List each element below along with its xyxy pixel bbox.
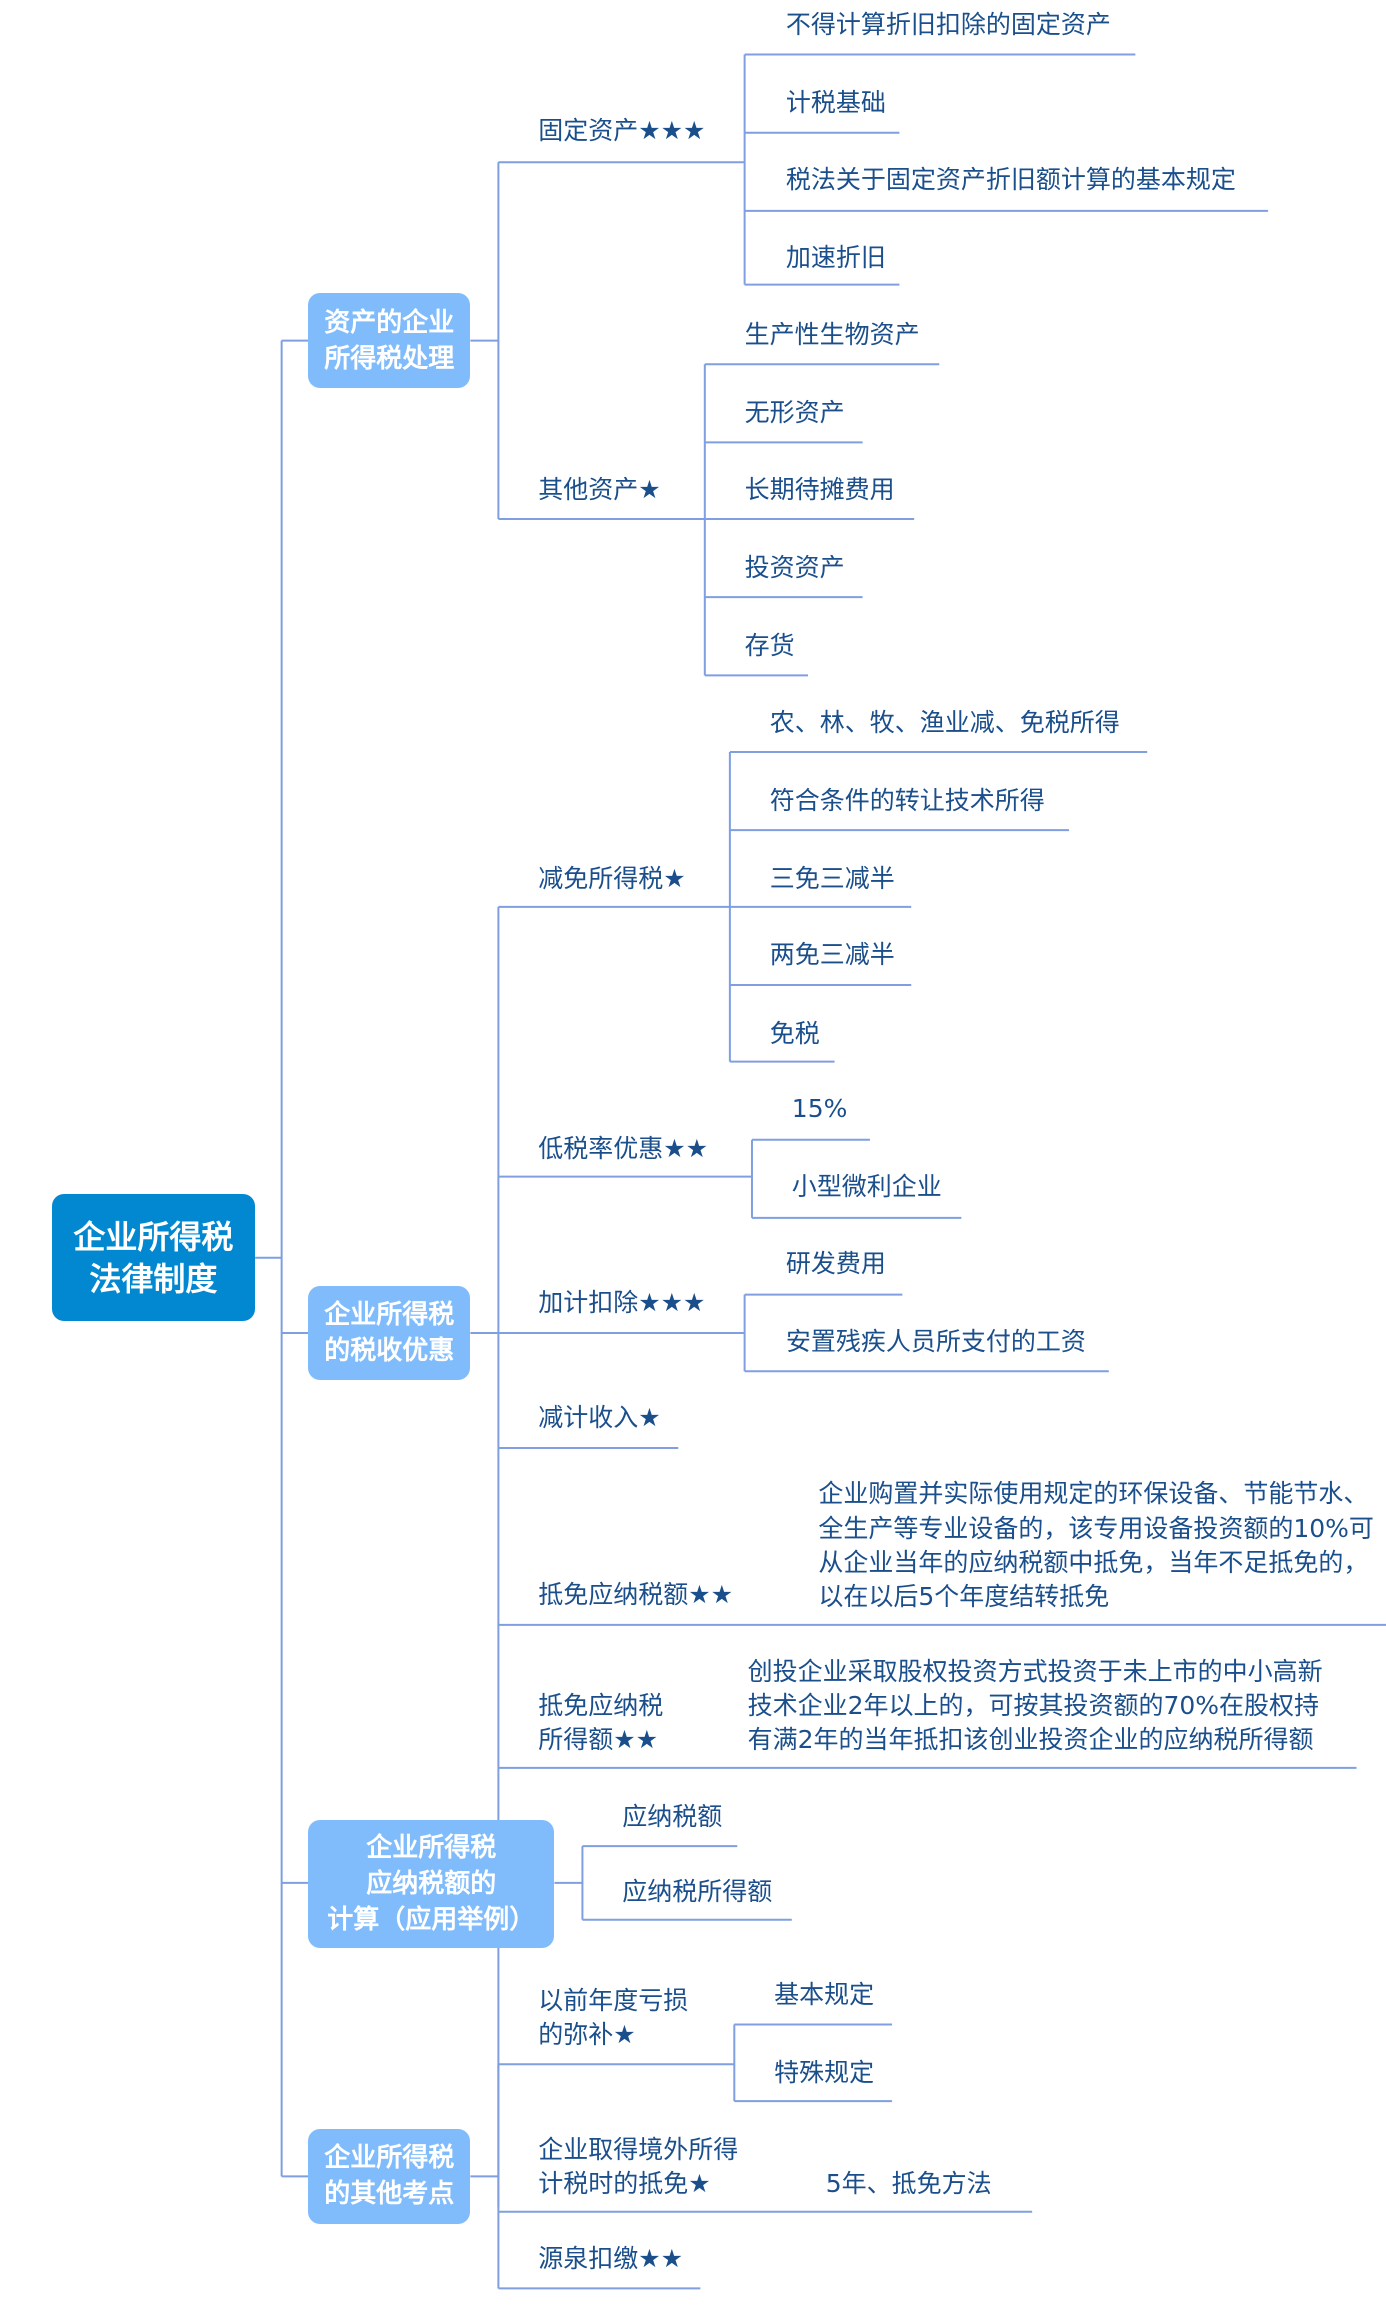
node-loss-carryforward[interactable]: 的弥补★: [538, 2019, 636, 2049]
node-foreign-income-credit[interactable]: 计税时的抵免★: [538, 2168, 711, 2198]
node-tax-reduction[interactable]: 减免所得税★: [538, 863, 686, 893]
leaf-node[interactable]: 生产性生物资产: [744, 319, 920, 349]
node-fixed-assets[interactable]: 固定资产★★★: [538, 116, 706, 146]
leaf-node[interactable]: 15%: [791, 1093, 848, 1123]
note-text: 以在以后5个年度结转抵免: [818, 1581, 1110, 1611]
leaf-node[interactable]: 无形资产: [744, 397, 845, 427]
node-title-line: 法律制度: [89, 1259, 218, 1298]
leaf-node[interactable]: 特殊规定: [774, 2058, 875, 2088]
node-title-line: 企业所得税: [324, 1299, 455, 1330]
node-loss-carryforward[interactable]: 以前年度亏损: [538, 1985, 689, 2015]
leaf-node[interactable]: 存货: [744, 630, 795, 660]
node-foreign-income-credit[interactable]: 企业取得境外所得: [538, 2134, 739, 2164]
note-text: 企业购置并实际使用规定的环保设备、节能节水、: [818, 1478, 1369, 1508]
branch-tax-calculation[interactable]: 企业所得税应纳税额的计算（应用举例）: [308, 1819, 555, 1948]
node-title-line: 企业所得税: [366, 1832, 497, 1863]
leaf-node[interactable]: 计税基础: [785, 88, 886, 118]
node-title-line: 的税收优惠: [324, 1335, 455, 1366]
node-low-rate[interactable]: 低税率优惠★★: [538, 1133, 709, 1163]
leaf-node[interactable]: 不得计算折旧扣除的固定资产: [785, 10, 1111, 40]
branch-asset-treatment[interactable]: 资产的企业所得税处理: [308, 293, 471, 388]
leaf-node[interactable]: 安置残疾人员所支付的工资: [785, 1326, 1086, 1356]
node-additional-deduction[interactable]: 加计扣除★★★: [538, 1288, 706, 1318]
node-title-line: 所得税处理: [324, 343, 455, 374]
leaf-node[interactable]: 投资资产: [744, 552, 845, 582]
node-taxable-income[interactable]: 应纳税所得额: [622, 1876, 773, 1906]
node-taxable-income-credit[interactable]: 抵免应纳税: [538, 1690, 664, 1720]
node-reduced-income[interactable]: 减计收入★: [538, 1403, 661, 1433]
node-title-line: 企业所得税: [324, 2143, 455, 2174]
leaf-node[interactable]: 加速折旧: [785, 243, 886, 273]
leaf-node[interactable]: 农、林、牧、渔业减、免税所得: [769, 707, 1120, 737]
leaf-node[interactable]: 三免三减半: [769, 863, 895, 893]
leaf-node[interactable]: 小型微利企业: [791, 1171, 942, 1201]
branch-other-points[interactable]: 企业所得税的其他考点: [308, 2129, 471, 2224]
node-title-line: 的其他考点: [324, 2179, 455, 2210]
note-text: 全生产等专业设备的，该专用设备投资额的10%可: [818, 1514, 1374, 1544]
leaf-node[interactable]: 税法关于固定资产折旧额计算的基本规定: [785, 164, 1236, 194]
node-title-line: 企业所得税: [73, 1217, 234, 1256]
leaf-node[interactable]: 符合条件的转让技术所得: [769, 785, 1045, 815]
leaf-node[interactable]: 两免三减半: [769, 940, 895, 970]
leaf-node[interactable]: 免税: [769, 1018, 820, 1048]
leaf-node[interactable]: 基本规定: [774, 1979, 875, 2009]
note-text: 有满2年的当年抵扣该创业投资企业的应纳税所得额: [747, 1724, 1314, 1754]
node-other-assets[interactable]: 其他资产★: [538, 474, 661, 504]
note-text: 技术企业2年以上的，可按其投资额的70%在股权持: [747, 1690, 1320, 1720]
node-taxable-income-credit[interactable]: 所得额★★: [538, 1724, 659, 1754]
branch-tax-incentives[interactable]: 企业所得税的税收优惠: [308, 1285, 471, 1381]
leaf-node[interactable]: 研发费用: [785, 1248, 886, 1278]
note-text: 创投企业采取股权投资方式投资于未上市的中小高新: [747, 1657, 1323, 1687]
node-withholding[interactable]: 源泉扣缴★★: [538, 2243, 684, 2273]
leaf-node[interactable]: 长期待摊费用: [744, 474, 895, 504]
root-node[interactable]: 企业所得税法律制度: [51, 1194, 256, 1322]
note-text: 从企业当年的应纳税额中抵免，当年不足抵免的，: [818, 1547, 1369, 1577]
leaf-node[interactable]: 5年、抵免方法: [825, 2168, 992, 2198]
node-tax-payable[interactable]: 应纳税额: [622, 1801, 723, 1831]
node-tax-credit[interactable]: 抵免应纳税额★★: [538, 1580, 734, 1610]
node-title-line: 应纳税额的: [366, 1868, 497, 1899]
node-title-line: 计算（应用举例）: [327, 1904, 536, 1935]
node-title-line: 资产的企业: [324, 307, 455, 338]
